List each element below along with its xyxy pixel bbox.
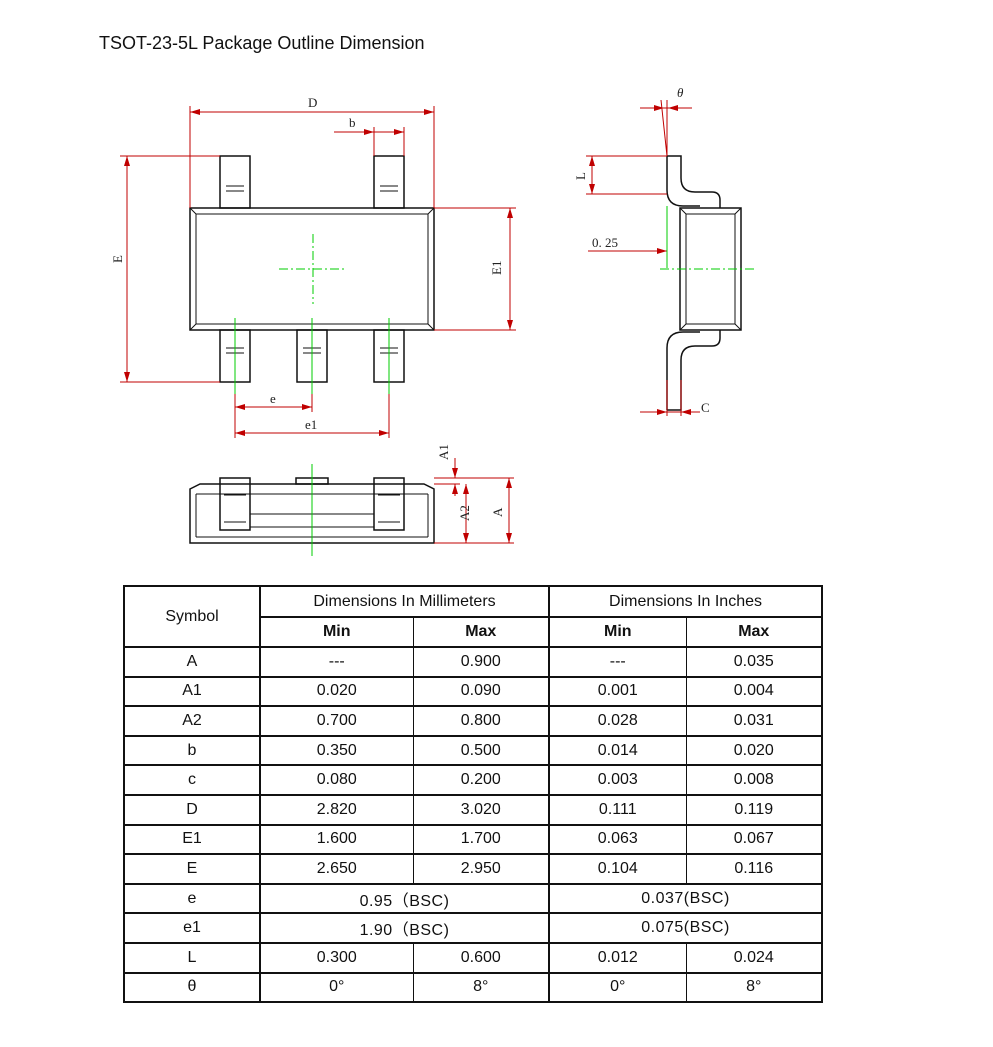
header-mm-max: Max <box>412 616 551 648</box>
label-D: D <box>308 95 317 110</box>
label-e1: e1 <box>305 417 317 432</box>
label-E1: E1 <box>489 261 504 275</box>
label-E: E <box>110 255 125 263</box>
label-A2: A2 <box>457 505 472 521</box>
table-row: c 0.080 0.200 0.003 0.008 <box>123 764 824 796</box>
package-outline-drawing: D b E E1 e e1 <box>110 85 756 556</box>
table-row: A --- 0.900 --- 0.035 <box>123 646 824 678</box>
table-row: L 0.300 0.600 0.012 0.024 <box>123 942 824 974</box>
front-lead-left <box>219 477 251 531</box>
front-lead-right <box>373 477 405 531</box>
label-theta: θ <box>677 85 684 100</box>
table-row: E1 1.600 1.700 0.063 0.067 <box>123 824 824 856</box>
table-row: e 0.95（BSC) 0.037(BSC) <box>123 883 824 915</box>
label-gauge-0-25: 0. 25 <box>592 235 618 250</box>
table-row: E 2.650 2.950 0.104 0.116 <box>123 853 824 885</box>
table-row: A1 0.020 0.090 0.001 0.004 <box>123 676 824 708</box>
lead-top-left <box>219 155 251 209</box>
side-lead-bottom <box>666 330 721 411</box>
dimensions-table: Symbol Dimensions In Millimeters Dimensi… <box>123 585 824 1004</box>
header-millimeters: Dimensions In Millimeters <box>258 585 551 618</box>
lead-top-right <box>373 155 405 209</box>
side-view: θ L 0. 25 C <box>573 85 756 416</box>
side-lead-top <box>666 155 721 208</box>
top-view: D b E E1 e e1 <box>110 95 516 438</box>
header-inches: Dimensions In Inches <box>548 585 824 618</box>
front-view: A1 A2 A <box>189 444 514 556</box>
label-L: L <box>573 172 588 180</box>
front-body <box>189 483 435 544</box>
header-in-max: Max <box>685 616 824 648</box>
label-b: b <box>349 115 356 130</box>
header-symbol: Symbol <box>123 585 261 648</box>
header-in-min: Min <box>548 616 687 648</box>
package-body <box>189 207 435 331</box>
table-row: A2 0.700 0.800 0.028 0.031 <box>123 705 824 737</box>
table-row: D 2.820 3.020 0.111 0.119 <box>123 794 824 826</box>
label-A1: A1 <box>436 444 451 460</box>
table-row: e1 1.90（BSC) 0.075(BSC) <box>123 912 824 944</box>
page-title: TSOT-23-5L Package Outline Dimension <box>99 33 425 53</box>
label-e: e <box>270 391 276 406</box>
table-row: θ 0° 8° 0° 8° <box>123 972 824 1004</box>
header-mm-min: Min <box>259 616 414 648</box>
label-A: A <box>490 507 505 517</box>
table-row: b 0.350 0.500 0.014 0.020 <box>123 735 824 767</box>
label-C: C <box>701 400 710 415</box>
